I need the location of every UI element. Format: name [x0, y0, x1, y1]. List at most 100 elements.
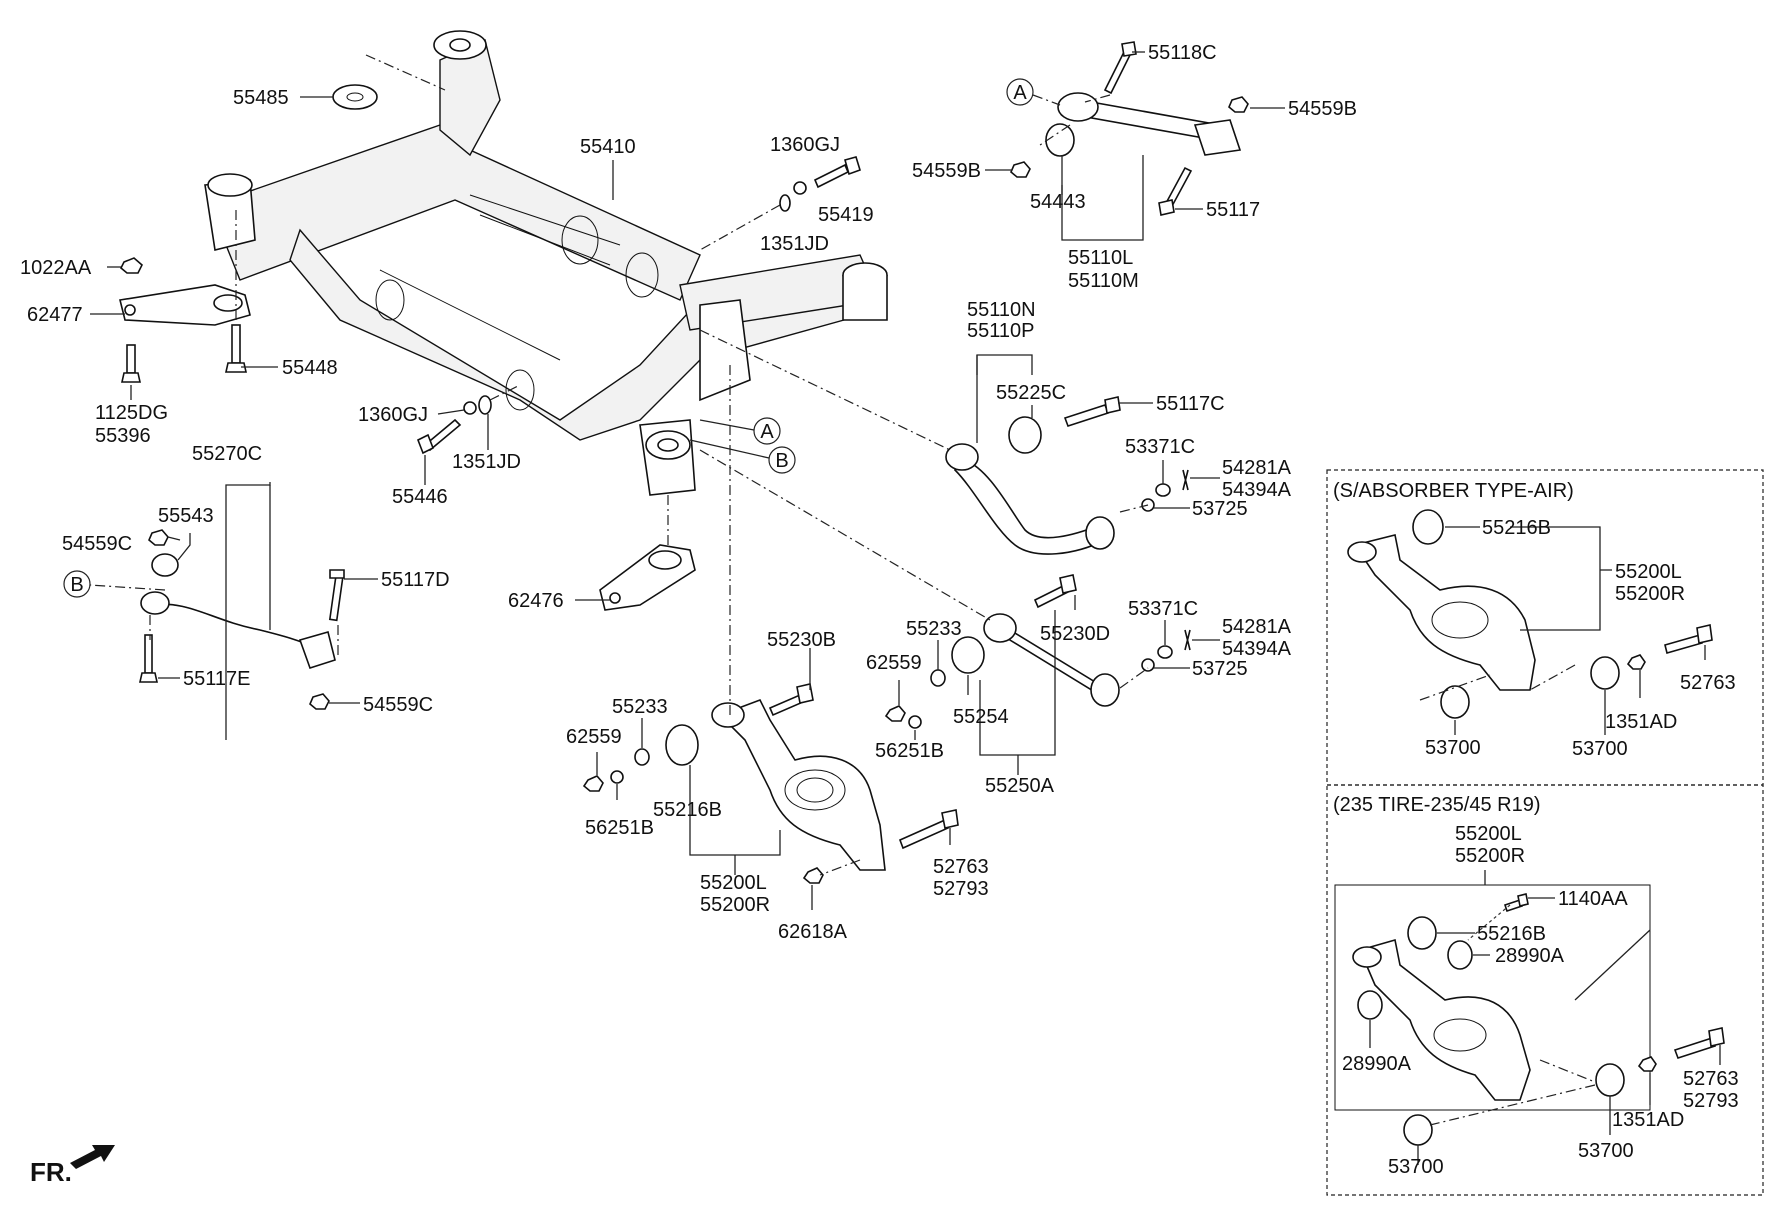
lower-arm-55200l-air: [1347, 534, 1536, 691]
label-55446: 55446: [392, 486, 448, 508]
nut-54559c-a: [148, 529, 169, 546]
bushing-28990a-a: [1447, 940, 1473, 970]
pin-54281a-a: [1182, 469, 1189, 491]
label-54559b-a: 54559B: [1288, 98, 1357, 120]
bolt-52763-b: [1664, 624, 1713, 654]
bolt-52763-c: [1673, 1027, 1725, 1059]
label-55254: 55254: [953, 706, 1009, 728]
label-54559c-b: 54559C: [363, 694, 433, 716]
label-55225c: 55225C: [996, 382, 1066, 404]
label-52793-a: 52793: [933, 878, 989, 900]
washer-53371c-b: [1157, 645, 1173, 659]
bolt-1140aa: [1503, 893, 1529, 913]
washer-1351jd-a: [779, 194, 791, 212]
washer-55233-a: [930, 669, 946, 687]
bolt-55230d: [1033, 574, 1077, 609]
nut-1022aa: [120, 257, 143, 274]
label-55216b-b: 55216B: [1482, 517, 1551, 539]
bolt-55448: [225, 324, 247, 373]
pin-54281a-b: [1184, 629, 1191, 651]
label-55110p: 55110P: [967, 320, 1034, 342]
washer-56251b-b: [610, 770, 624, 784]
label-1351ad-b: 1351AD: [1612, 1109, 1684, 1131]
lateral-link-55250a: [983, 613, 1120, 707]
label-55485: 55485: [233, 87, 289, 109]
nut-1351ad-b: [1637, 1056, 1657, 1072]
label-55110m: 55110M: [1068, 270, 1139, 292]
label-55410: 55410: [580, 136, 636, 158]
ref-marker-a-arm: A: [1006, 78, 1061, 106]
label-1140aa: 1140AA: [1558, 888, 1628, 910]
label-62559-a: 62559: [866, 652, 922, 674]
label-55118c: 55118C: [1148, 42, 1217, 64]
bushing-53700-b: [1590, 656, 1620, 690]
label-1022aa: 1022AA: [20, 257, 92, 279]
label-55216b-c: 55216B: [1477, 923, 1546, 945]
front-label: FR.: [30, 1157, 72, 1187]
label-53725-a: 53725: [1192, 498, 1248, 520]
label-55448: 55448: [282, 357, 338, 379]
subframe-crossmember: [204, 30, 888, 496]
label-54281a-a: 54281A: [1222, 457, 1292, 479]
label-55419: 55419: [818, 204, 874, 226]
label-53700-a: 53700: [1425, 737, 1481, 759]
label-55200l-c: 55200L: [1455, 823, 1522, 845]
label-55110l: 55110L: [1068, 247, 1133, 269]
label-56251b-a: 56251B: [875, 740, 944, 762]
label-55200l-a: 55200L: [700, 872, 767, 894]
nut-54559c-b: [309, 693, 330, 710]
svg-text:B: B: [70, 574, 83, 596]
nut-1351ad-a: [1626, 654, 1646, 670]
label-1360gj-a: 1360GJ: [770, 134, 840, 156]
label-55216b-a: 55216B: [653, 799, 722, 821]
bushing-55254: [951, 636, 985, 674]
svg-text:A: A: [760, 421, 774, 443]
label-55233-b: 55233: [612, 696, 668, 718]
label-52763-c: 52763: [1683, 1068, 1739, 1090]
label-53700-b: 53700: [1572, 738, 1628, 760]
ref-marker-b-subframe: B: [689, 439, 796, 474]
label-53700-c: 53700: [1388, 1156, 1444, 1178]
label-62476: 62476: [508, 590, 564, 612]
svg-text:B: B: [775, 450, 788, 472]
nut-62559-b: [582, 775, 604, 792]
connection-lines: [89, 94, 1596, 1126]
washer-1360gj-b: [463, 401, 477, 415]
bushing-55225c: [1008, 416, 1042, 454]
washer-1351jd-b: [478, 395, 492, 415]
label-54559b-b: 54559B: [912, 160, 981, 182]
nut-54559b-a: [1228, 96, 1249, 113]
bolt-52763-a: [898, 809, 959, 850]
bushing-53700-a: [1440, 685, 1470, 719]
label-53371c-b: 53371C: [1128, 598, 1198, 620]
label-52793-c: 52793: [1683, 1090, 1739, 1112]
label-28990a-a: 28990A: [1495, 945, 1565, 967]
label-55117c: 55117C: [1156, 393, 1225, 415]
plug-55485: [332, 84, 378, 110]
arrow-icon: [70, 1145, 115, 1169]
label-53725-b: 53725: [1192, 658, 1248, 680]
label-55117e: 55117E: [183, 668, 250, 690]
label-62477: 62477: [27, 304, 83, 326]
bolt-55118c: [1103, 41, 1137, 95]
label-53371c-a: 53371C: [1125, 436, 1195, 458]
label-55117d: 55117D: [381, 569, 450, 591]
label-1360gj-b: 1360GJ: [358, 404, 428, 426]
label-53700-d: 53700: [1578, 1140, 1634, 1162]
variant-title-235-tire: (235 TIRE-235/45 R19): [1333, 794, 1541, 816]
label-55233-a: 55233: [906, 618, 962, 640]
nut-54559b-b: [1010, 161, 1031, 178]
bolt-55117c: [1063, 396, 1121, 427]
washer-56251b-a: [908, 715, 922, 729]
label-52763-b: 52763: [1680, 672, 1736, 694]
label-54443: 54443: [1030, 191, 1086, 213]
bolt-55230b: [768, 683, 814, 717]
washer-53371c-a: [1155, 483, 1171, 497]
bolt-55117d: [328, 569, 345, 622]
bracket-62476: [599, 544, 696, 611]
label-55200r-a: 55200R: [700, 894, 770, 916]
bracket-62477: [119, 284, 251, 326]
label-55230d: 55230D: [1040, 623, 1110, 645]
bushing-53700-c: [1403, 1114, 1433, 1146]
